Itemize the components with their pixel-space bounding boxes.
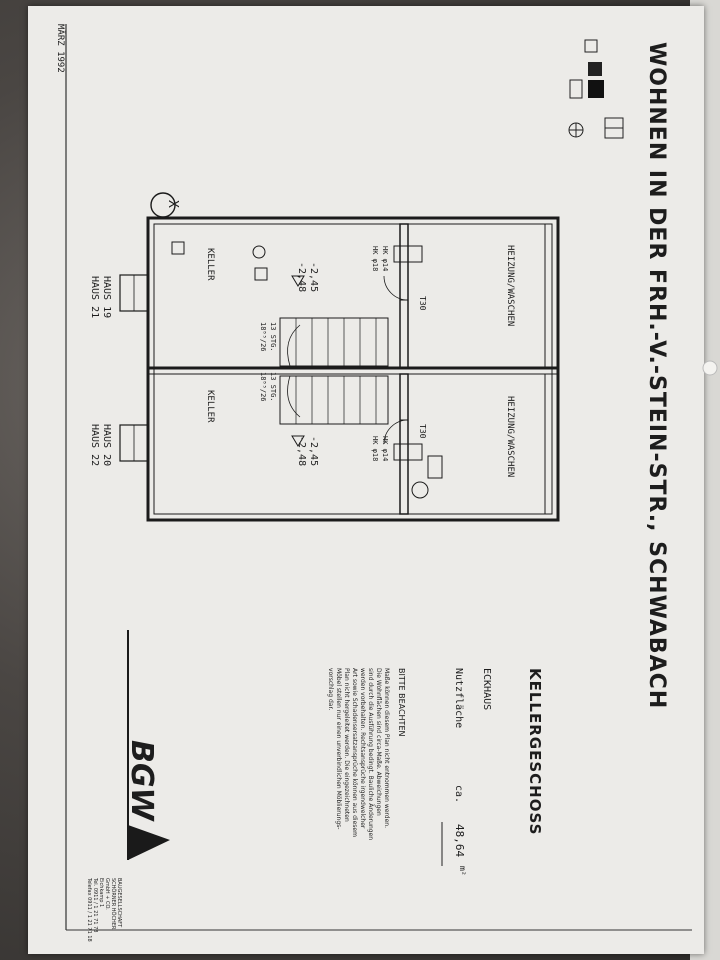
room-keller-a: KELLER	[205, 248, 215, 281]
level2-a: -2,48	[296, 262, 307, 292]
note-line-4: werden vorbehalten. Rechtsansprüche irge…	[359, 668, 366, 829]
punch-hole	[702, 360, 718, 376]
room-heizung-b: HEIZUNG/WASCHEN	[505, 396, 515, 477]
legend-symbols	[568, 39, 624, 139]
level1-b: -2,45	[308, 436, 319, 466]
floor-plan	[119, 192, 560, 522]
hk2-b: HK φ18	[371, 436, 379, 461]
area-value: 48,64	[453, 824, 466, 857]
door-b: T30	[418, 424, 427, 439]
note-line-1: Maße können diesem Plan nicht entnommen …	[383, 668, 390, 828]
note-line-7: Möbel stellen nur einen unverbindlichen …	[335, 668, 342, 829]
note-block: BITTE BEACHTEN Maße können diesem Plan n…	[327, 668, 406, 840]
logo-text: BGW	[124, 740, 159, 822]
company-line-1: BAUGESELLSCHAFT	[116, 878, 122, 928]
sheet-heading: KELLERGESCHOSS	[526, 668, 544, 835]
floor-plan-sheet	[28, 6, 704, 954]
note-line-2: Die Wohnflächen sind circa-Maße. Abweich…	[375, 668, 382, 816]
note-heading: BITTE BEACHTEN	[397, 668, 406, 736]
house-19: HAUS 19	[101, 276, 112, 318]
hk2-a: HK φ18	[371, 246, 379, 271]
area-label: Nutzfläche	[453, 668, 464, 728]
stair-dim-b: 18⁸⁵/26	[259, 372, 267, 402]
area-approx: ca.	[453, 785, 464, 803]
note-line-3: sind durch die Ausführung bedingt. Bauli…	[367, 668, 374, 840]
company-line-5: Tel. 0911 / 1 21 71 78	[92, 877, 98, 932]
company-line-3: GmbH + CO.	[104, 878, 110, 910]
house-22: HAUS 22	[89, 424, 100, 466]
house-20: HAUS 20	[101, 424, 112, 466]
company-logo: BGW BAUGESELLSCHAFT SCHÖRNER HÖCHER GmbH…	[86, 630, 170, 942]
door-a: T30	[418, 296, 427, 311]
room-heizung-a: HEIZUNG/WASCHEN	[505, 245, 515, 326]
area-unit: m²	[458, 866, 467, 876]
note-line-6: Plan nicht hergeleitet werden. Die einge…	[343, 668, 350, 822]
company-line-2: SCHÖRNER HÖCHER	[110, 878, 117, 930]
note-line-5: Art sowie Schadensersatzansprüche können…	[351, 668, 358, 837]
stair-dim-a: 18⁸⁵/26	[259, 322, 267, 352]
sheet-info: KELLERGESCHOSS ECKHAUS Nutzfläche ca. 48…	[441, 668, 544, 876]
room-keller-b: KELLER	[205, 390, 215, 423]
marker-x: X	[165, 200, 180, 208]
hk1-a: HK φ14	[381, 246, 389, 271]
note-line-8: vorschlag dar.	[327, 668, 334, 710]
stair-b: 13 STG.	[269, 372, 277, 402]
plan-labels: X HEIZUNG/WASCHEN KELLER HK φ14 HK φ18 T…	[89, 200, 515, 477]
sheet-type: ECKHAUS	[481, 668, 492, 710]
hk1-b: HK φ14	[381, 436, 389, 461]
level2-b: -2,48	[296, 436, 307, 466]
stair-a: 13 STG.	[269, 322, 277, 352]
level1-a: -2,45	[308, 262, 319, 292]
plan-title: WOHNEN IN DER FRH.-V.-STEIN-STR., SCHWAB…	[644, 42, 669, 709]
company-line-6: Telefax 0911 / 1 21 71 18	[86, 877, 92, 942]
house-21: HAUS 21	[89, 276, 100, 318]
company-line-4: Eichkamp 1	[98, 878, 104, 907]
date-label: MÄRZ 1992	[55, 24, 66, 73]
